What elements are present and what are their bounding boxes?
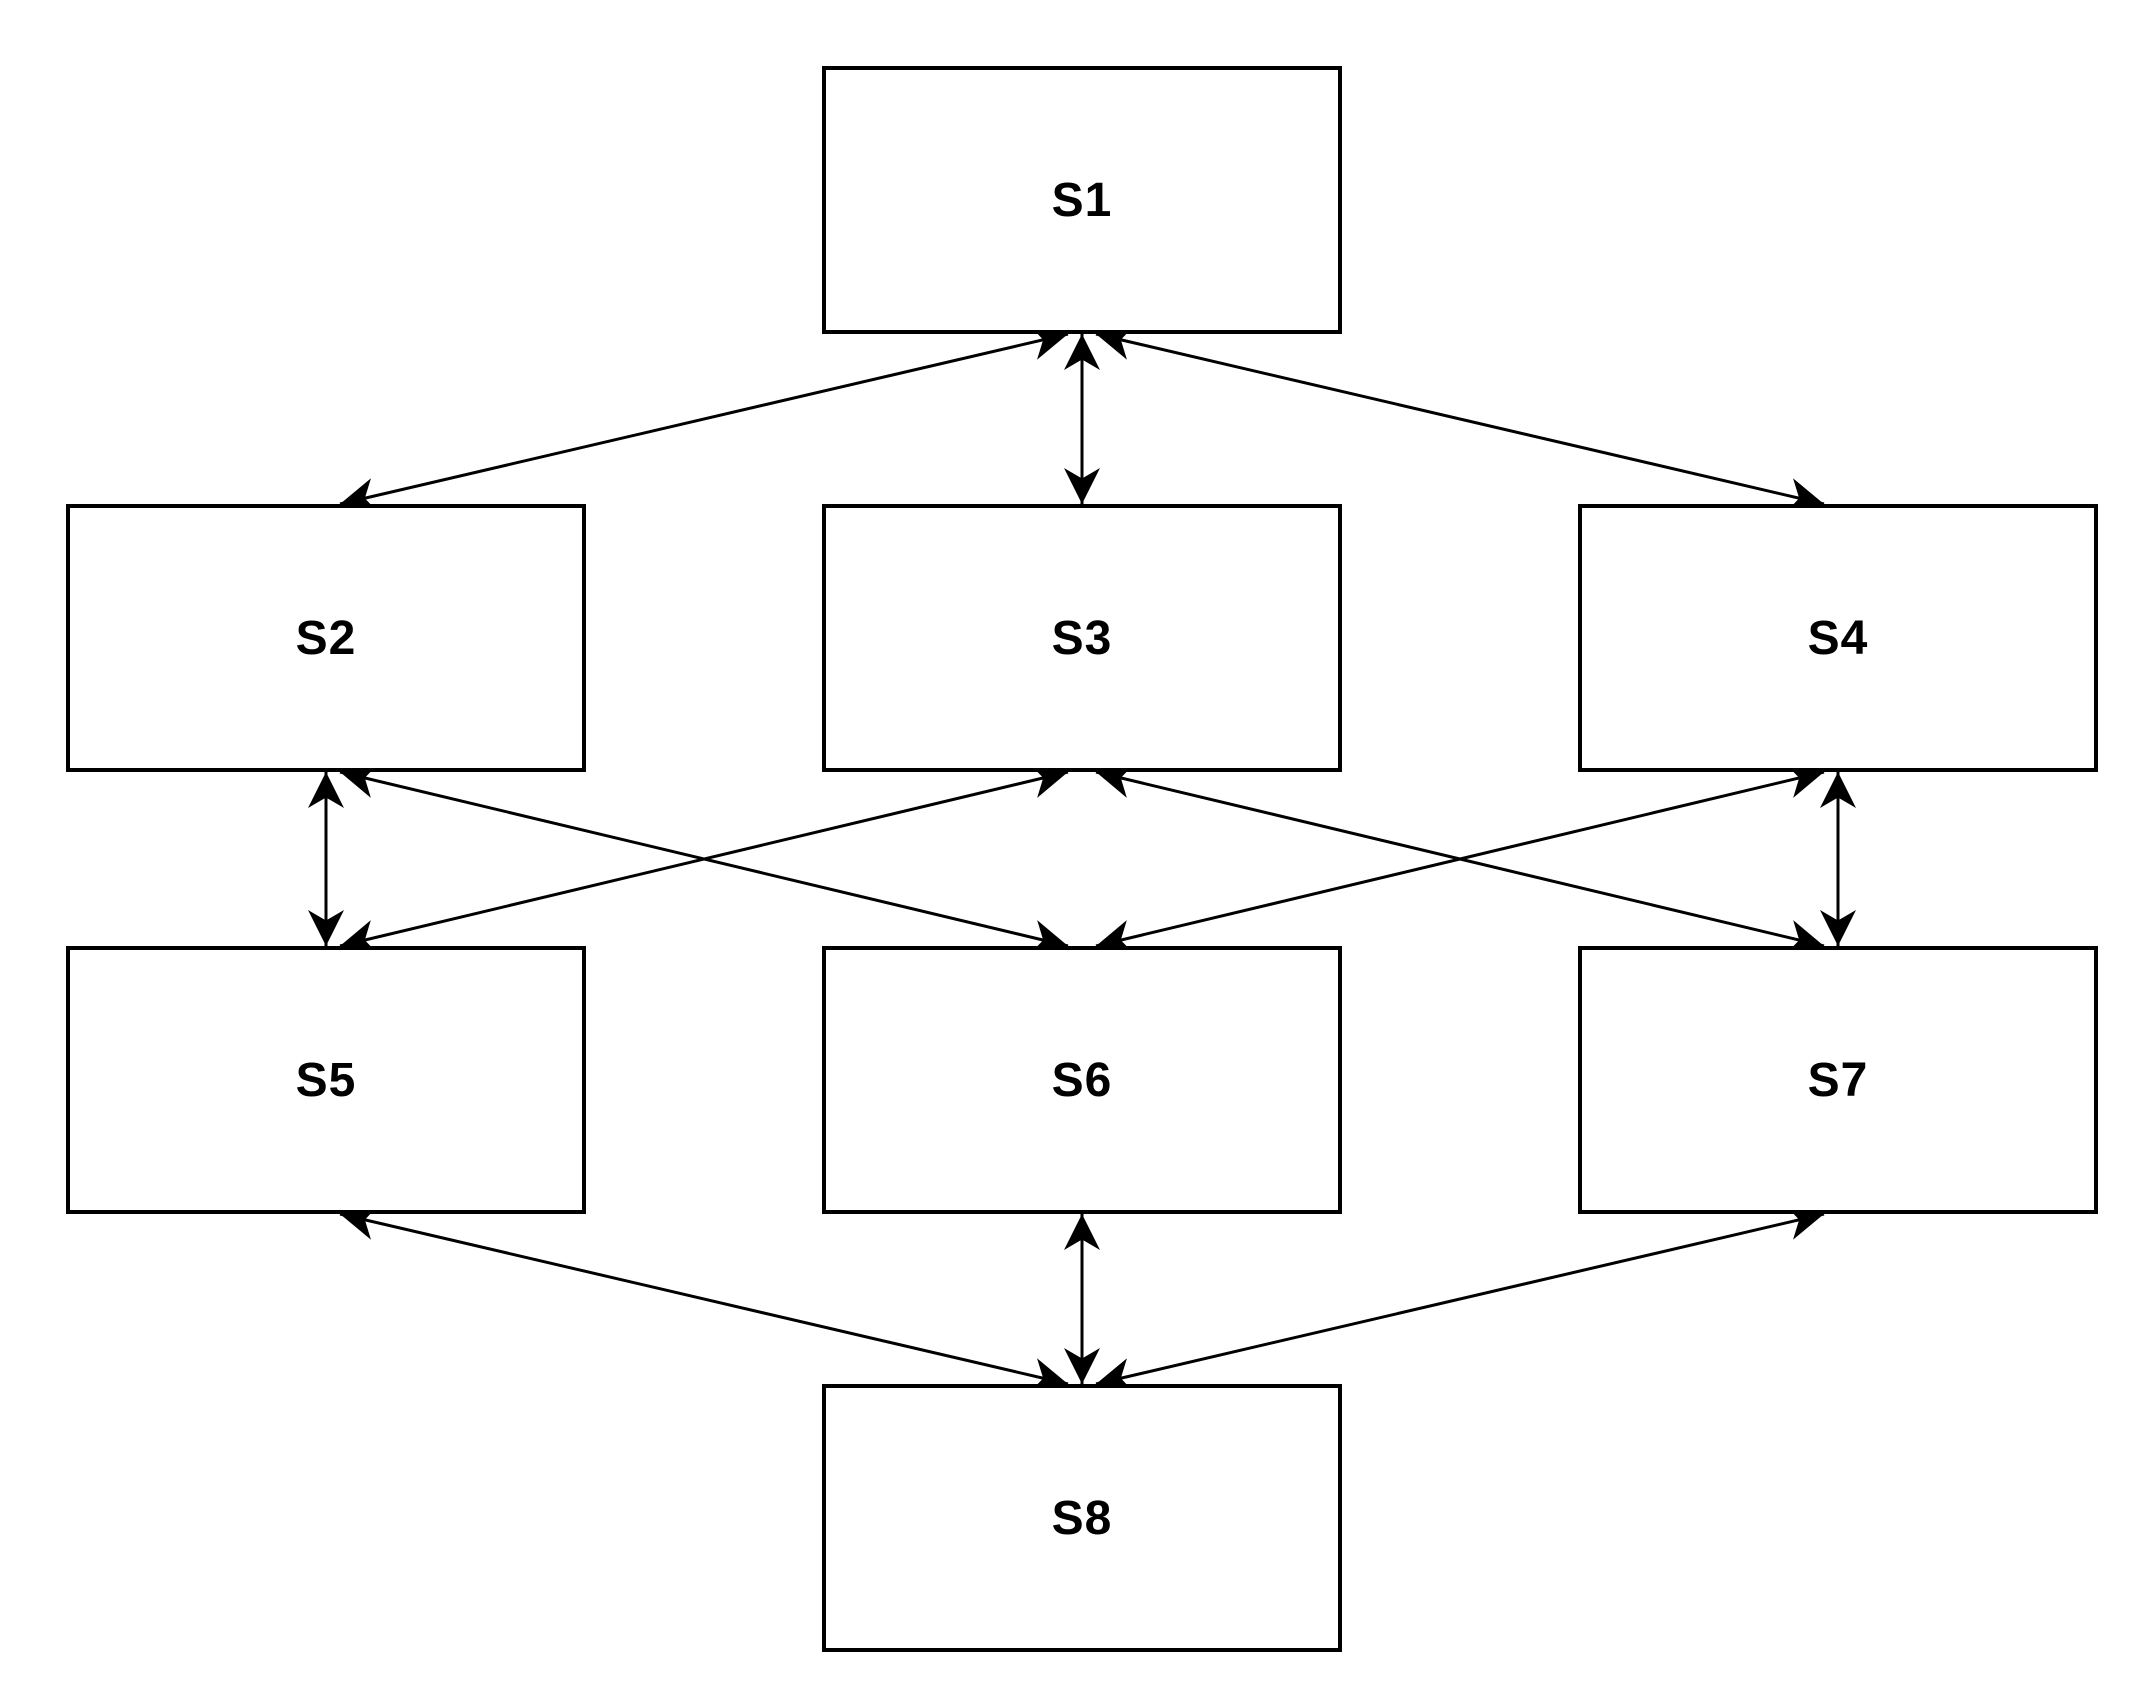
node-s4-label: S4 — [1807, 611, 1869, 665]
node-s2: S2 — [66, 504, 586, 772]
node-s5: S5 — [66, 946, 586, 1214]
node-s6-label: S6 — [1051, 1053, 1113, 1107]
node-s7: S7 — [1578, 946, 2098, 1214]
edge-S1-S2 — [339, 324, 1069, 514]
node-s6: S6 — [822, 946, 1342, 1214]
node-s3: S3 — [822, 504, 1342, 772]
edge-S3-S5 — [339, 762, 1069, 956]
node-s1-label: S1 — [1051, 173, 1113, 227]
node-s8: S8 — [822, 1384, 1342, 1652]
node-s3-label: S3 — [1051, 611, 1113, 665]
node-s8-label: S8 — [1051, 1491, 1113, 1545]
node-s5-label: S5 — [295, 1053, 357, 1107]
edge-S1-S4 — [1095, 324, 1825, 514]
node-s2-label: S2 — [295, 611, 357, 665]
edge-S5-S8 — [339, 1204, 1069, 1394]
node-s7-label: S7 — [1807, 1053, 1869, 1107]
node-s1: S1 — [822, 66, 1342, 334]
edge-S7-S8 — [1095, 1204, 1825, 1394]
edge-S4-S6 — [1095, 762, 1825, 956]
node-s4: S4 — [1578, 504, 2098, 772]
